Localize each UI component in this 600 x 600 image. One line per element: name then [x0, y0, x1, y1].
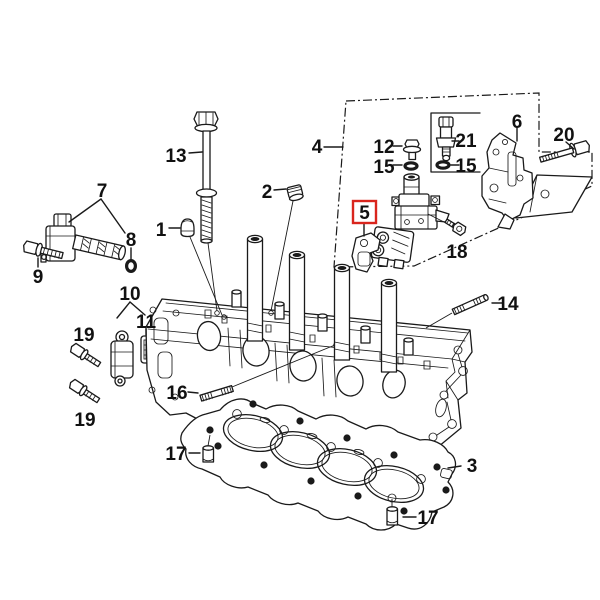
part-9-bolt	[23, 240, 64, 260]
head-gasket-drawing	[180, 398, 457, 531]
callout-14: 14	[497, 294, 519, 315]
vtc-solenoid-assembly	[370, 173, 450, 270]
spark-plug-tubes	[246, 234, 398, 373]
callout-15a: 15	[373, 157, 395, 178]
callout-15b: 15	[455, 156, 477, 177]
callout-4: 4	[312, 137, 323, 158]
part-1-cap	[180, 218, 195, 238]
callout-7: 7	[97, 181, 108, 202]
callout-12: 12	[373, 137, 394, 158]
part-15-o-ring-right	[435, 160, 451, 170]
callout-5: 5	[359, 203, 370, 224]
highlighted-callout-5: 5	[351, 199, 378, 225]
callout-11: 11	[136, 312, 157, 333]
part-2-cap	[286, 184, 304, 202]
part-17-dowel-left	[202, 445, 215, 463]
callout-20: 20	[553, 125, 574, 146]
part-14-stud	[451, 293, 489, 316]
callout-17b: 17	[417, 508, 438, 529]
valve-guides	[231, 289, 414, 356]
part-12-bolt	[402, 139, 422, 161]
callout-2: 2	[262, 182, 273, 203]
callout-17a: 17	[165, 444, 186, 465]
callout-8: 8	[126, 230, 137, 251]
callout-21: 21	[455, 131, 477, 152]
callout-16: 16	[166, 383, 187, 404]
part-13-head-bolt	[193, 111, 219, 244]
part-19-bolt-upper	[69, 342, 102, 368]
callout-19a: 19	[73, 325, 94, 346]
highlight-box	[351, 199, 378, 225]
callout-9: 9	[33, 267, 44, 288]
callout-3: 3	[467, 456, 478, 477]
callout-19b: 19	[74, 410, 95, 431]
callout-6: 6	[512, 112, 523, 133]
sub-group-bracket	[430, 112, 481, 173]
callout-1: 1	[156, 220, 167, 241]
part-20-bolt	[538, 140, 590, 163]
part-21-sensor	[435, 116, 457, 162]
callout-18: 18	[446, 242, 467, 263]
part-16-stud	[199, 384, 234, 402]
callout-13: 13	[165, 146, 186, 167]
leader-lines	[37, 127, 575, 518]
part-10-sensor	[110, 330, 134, 387]
callout-labels: 1 2 3 4 6 7 8 9 10 11 12 13 14 15 15 16 …	[33, 112, 575, 529]
part-19-bolt-lower	[68, 378, 101, 404]
part-6-bracket	[481, 132, 593, 230]
part-5-strainer-gasket	[351, 232, 381, 273]
part-17-dowel-bottom	[386, 506, 399, 526]
part-18-screw	[444, 218, 467, 237]
callout-10: 10	[119, 284, 140, 305]
part-8-o-ring	[124, 259, 137, 274]
part-15-o-ring-left	[403, 161, 419, 171]
